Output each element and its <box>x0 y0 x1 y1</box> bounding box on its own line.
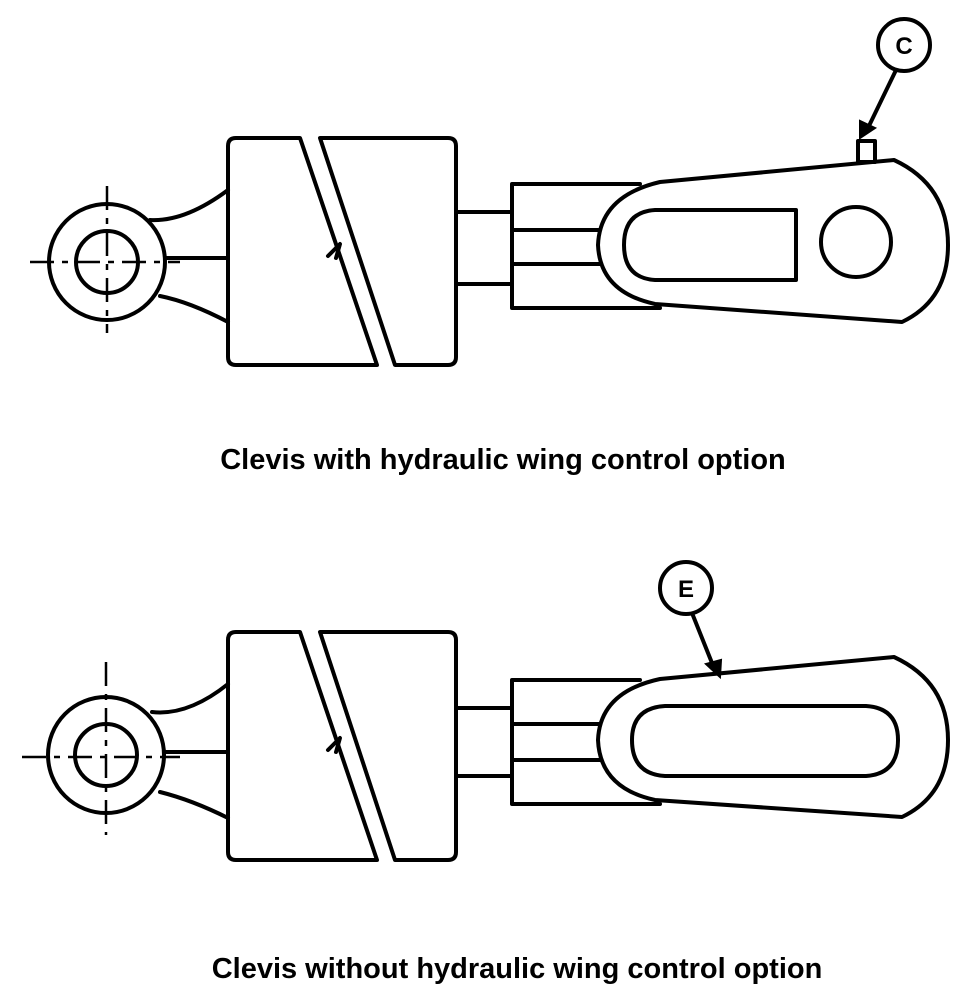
clevis-slot <box>630 704 900 778</box>
clevis-hole <box>819 205 893 279</box>
clevis-plate <box>596 655 950 819</box>
piston-rod <box>454 210 514 286</box>
callout-arrowhead <box>703 658 723 680</box>
clevis-without-hydraulic-option: E Clevis without hydraulic wing control … <box>22 560 950 985</box>
cylinder-body <box>226 136 458 367</box>
figure-caption: Clevis without hydraulic wing control op… <box>212 953 823 985</box>
callout-arrowhead <box>859 119 878 140</box>
hydraulic-port <box>856 139 877 164</box>
eye-centerline <box>30 186 180 333</box>
cylinder-body <box>226 630 458 862</box>
rod-block <box>510 678 662 806</box>
eye-neck <box>148 188 230 324</box>
eye-centerline <box>22 662 180 835</box>
piston-rod <box>454 706 514 778</box>
figure-caption: Clevis with hydraulic wing control optio… <box>220 444 786 476</box>
clevis-with-hydraulic-option: C Clevis with hydraulic wing control opt… <box>30 17 950 476</box>
callout-label: C <box>895 33 912 60</box>
callout-e: E <box>658 560 723 680</box>
rod-block <box>510 182 662 310</box>
eye-neck <box>150 682 230 820</box>
clevis-plate <box>596 158 950 324</box>
clevis-slot <box>622 208 798 282</box>
callout-label: E <box>678 576 694 603</box>
callout-c: C <box>859 17 932 140</box>
